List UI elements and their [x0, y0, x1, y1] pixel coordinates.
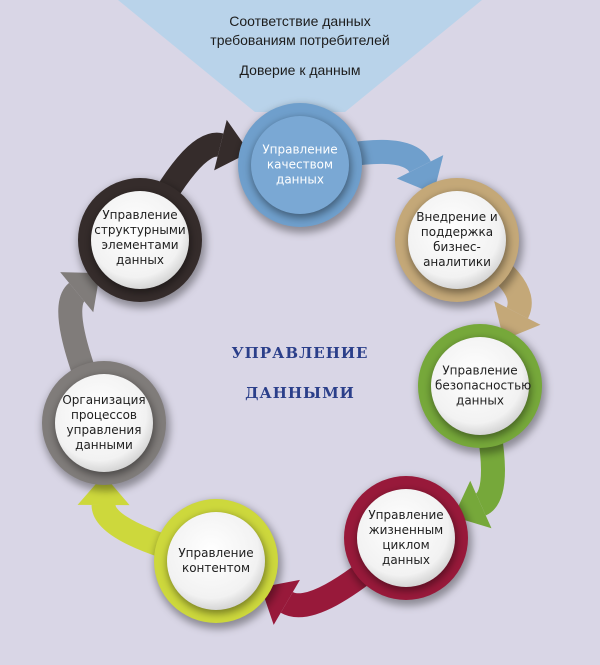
center-title-line-1: УПРАВЛЕНИЕ: [231, 344, 369, 362]
node-label-quality: Управление качеством данных: [262, 142, 338, 187]
expectations-funnel: [118, 0, 482, 112]
node-core: [408, 191, 506, 289]
node-core: [55, 374, 153, 472]
header-line-3: Доверие к данным: [239, 62, 361, 78]
node-label-process-org: Организация процессов управления данными: [62, 393, 146, 452]
arrowhead: [60, 272, 100, 313]
node-label-content: Управление контентом: [178, 546, 254, 575]
header-line-2: требованиям потребителей: [210, 32, 390, 48]
arrowhead: [214, 119, 250, 171]
center-title-line-2: ДАННЫМИ: [245, 384, 355, 402]
node-core: [167, 512, 265, 610]
node-label-bi: Внедрение и поддержка бизнес-аналитики: [416, 210, 498, 269]
node-core: [251, 116, 349, 214]
node-quality: [238, 103, 366, 233]
node-label-lifecycle: Управление жизненным циклом данных: [368, 508, 444, 567]
node-content: [154, 499, 282, 629]
node-bi: [395, 178, 523, 308]
node-core: [357, 489, 455, 587]
node-security: [418, 324, 546, 454]
node-label-structure: Управление структурными элементами данны…: [94, 208, 186, 267]
node-core: [431, 337, 529, 435]
node-core: [91, 191, 189, 289]
node-process-org: [42, 361, 170, 491]
header-line-1: Соответствие данных: [229, 13, 371, 29]
node-lifecycle: [344, 476, 472, 606]
node-label-security: Управление безопасностью данных: [435, 363, 532, 408]
node-structure: [78, 178, 206, 308]
